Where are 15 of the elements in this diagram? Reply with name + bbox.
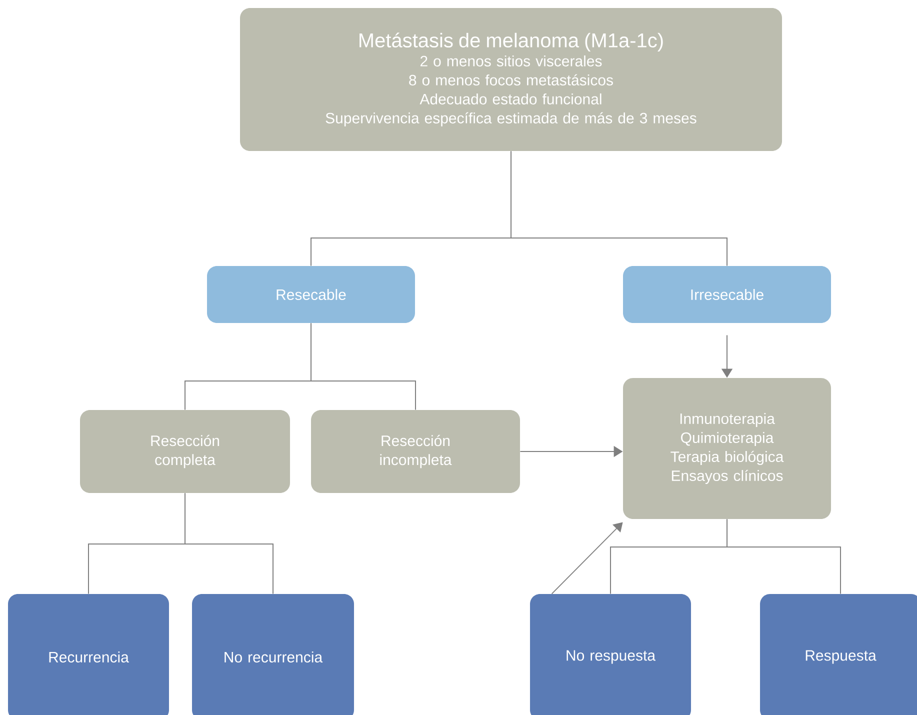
connector-line — [726, 518, 842, 594]
connector-line — [510, 150, 728, 266]
category-box: Irresecable — [623, 266, 831, 323]
connector-line — [310, 322, 416, 410]
category-box: Resecable — [207, 266, 415, 323]
outcome-box: Recurrencia — [8, 594, 169, 715]
connector-line — [184, 492, 274, 594]
outcome-box: No recurrencia — [192, 594, 354, 715]
process-box: Resección completa — [80, 410, 290, 493]
outcome-box: No respuesta — [530, 594, 691, 715]
header-box: Metástasis de melanoma (M1a-1c) 2 o menos sitios viscerales 8 o menos focos metastásicos Adecuado estado funcional Supervivencia específica estimada de más de 3 meses — [240, 8, 782, 151]
arrow — [551, 522, 623, 594]
treatment-box: Inmunoterapia Quimioterapia Terapia biológica Ensayos clínicos — [623, 378, 831, 519]
process-box: Resección incompleta — [311, 410, 520, 493]
outcome-box: Respuesta — [760, 594, 917, 715]
